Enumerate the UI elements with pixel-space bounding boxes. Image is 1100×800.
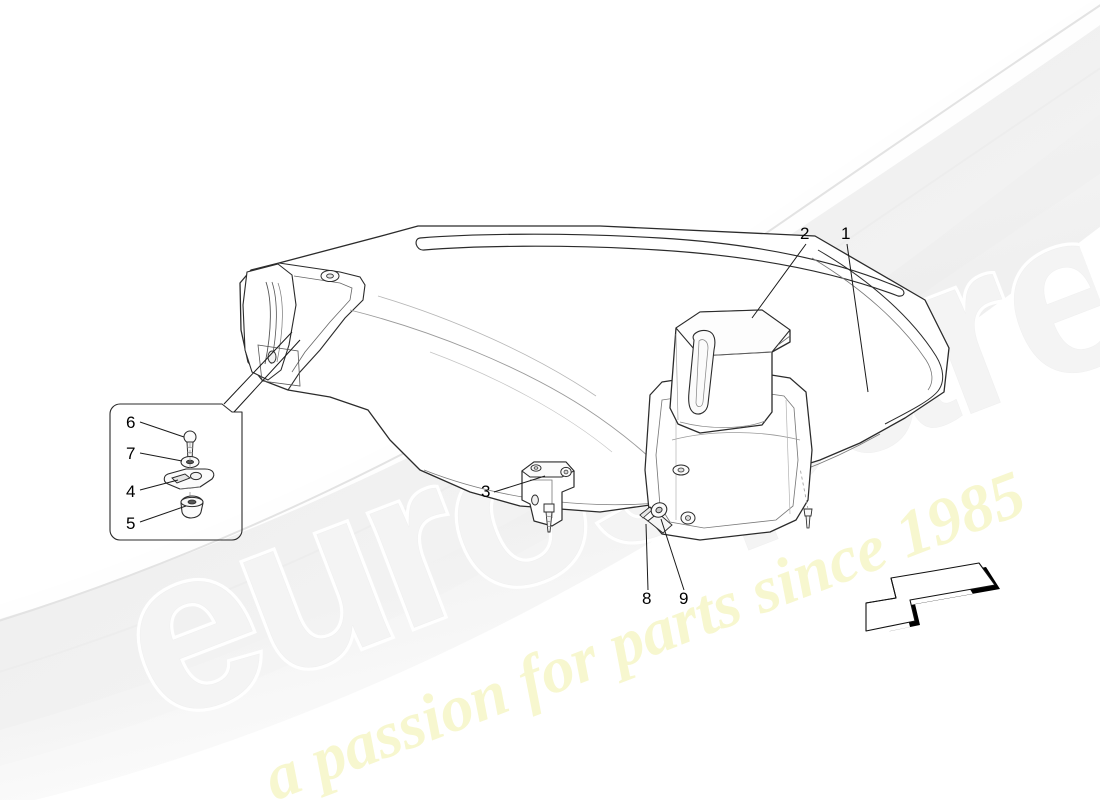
rear-parcel-shelf-panel <box>239 225 950 513</box>
leader-8 <box>645 523 649 591</box>
callout-label-4: 4 <box>126 482 135 501</box>
callout-label-2: 2 <box>800 224 809 243</box>
bulkhead-boss-upper-hole <box>677 467 685 473</box>
shelf-left-shoulder <box>278 262 366 391</box>
shelf-rear-rail <box>415 233 905 297</box>
hinge-bracket-screw-shank <box>545 511 553 533</box>
shelf-right-screw-leader <box>799 467 809 510</box>
leader-1 <box>846 243 869 393</box>
callout-label-6: 6 <box>126 413 135 432</box>
callout-leaders <box>139 243 869 591</box>
hinge-bracket-screw-threads <box>545 515 553 528</box>
leader-6 <box>139 421 185 438</box>
shelf-left-lip-groove-c <box>276 282 283 363</box>
leader-9 <box>660 518 685 591</box>
bulkhead-step-crease <box>671 432 801 441</box>
leader-2 <box>751 243 807 319</box>
callout-label-7: 7 <box>126 444 135 463</box>
rollbar-cover-slot <box>688 330 716 415</box>
leader-5 <box>139 505 187 523</box>
shelf-left-lip-groove-a <box>264 281 271 365</box>
orientation-arrow-tip-fold <box>865 577 897 604</box>
rollbar-cover-front-crease <box>675 333 679 421</box>
shelf-right-edge-gap <box>811 257 933 391</box>
leader-3 <box>493 475 546 493</box>
bracket-plate-edge-line <box>179 486 201 490</box>
hinge-bracket-pivot-right-hole <box>563 469 569 475</box>
callout-label-8: 8 <box>642 589 651 608</box>
hinge-bracket-screw <box>543 503 555 533</box>
roll-bar-cover-trim <box>669 309 791 434</box>
bulkhead-inner-face <box>655 388 799 529</box>
rollbar-cover-slot-inner <box>695 339 709 407</box>
swoosh-band-2 <box>0 113 1100 800</box>
shelf-right-screw-shank <box>805 515 811 529</box>
shelf-right-screw <box>799 467 813 529</box>
grommet-nut-bore <box>187 499 197 505</box>
callout-numbers: 1 2 3 4 5 6 7 8 9 <box>126 224 850 608</box>
shelf-left-shoulder-inner <box>291 275 353 373</box>
shelf-crease-minor <box>377 295 597 397</box>
shelf-left-slot-frame <box>257 344 301 387</box>
callout-label-3: 3 <box>481 482 490 501</box>
washer-part7 <box>180 455 200 469</box>
bulkhead-rib-right <box>785 399 791 515</box>
grommet-nut-part5 <box>180 495 204 519</box>
shelf-right-screw-head <box>803 508 813 517</box>
bulkhead-boss-lower-hole <box>685 515 692 521</box>
shelf-left-boss-hole <box>326 273 334 279</box>
shelf-right-edge-inner <box>817 249 944 425</box>
callout-label-5: 5 <box>126 514 135 533</box>
orientation-arrow-body <box>865 562 996 632</box>
hinge-bracket-screw-head <box>543 503 555 513</box>
shelf-left-lip <box>242 263 297 381</box>
fastener-detail-inset <box>109 331 301 541</box>
leader-4 <box>139 479 179 491</box>
hinge-bracket <box>521 461 575 533</box>
flat-washer-inner <box>655 506 663 514</box>
bolt-part6-head <box>183 430 197 444</box>
callout-label-1: 1 <box>841 224 850 243</box>
bracket-plate-body <box>163 468 215 490</box>
detail-box-leader-lower <box>233 339 301 413</box>
flat-washer-part9 <box>650 502 668 518</box>
leader-7 <box>139 452 183 462</box>
bracket-plate-part4 <box>163 468 215 490</box>
hinge-bracket-pivot-upper-hole <box>533 466 539 470</box>
swoosh-highlight <box>0 0 1100 650</box>
callout-label-9: 9 <box>679 589 688 608</box>
bracket-plate-hole <box>190 471 202 481</box>
orientation-arrow <box>865 562 1000 635</box>
detail-box-leader-upper <box>223 331 293 405</box>
hinge-bracket-side-hole <box>531 494 539 506</box>
detail-box-frame <box>109 403 243 541</box>
rollbar-cover-bevel <box>777 335 791 346</box>
shelf-crease-minor-2 <box>429 351 613 453</box>
rollbar-cover-base-line <box>679 420 766 428</box>
